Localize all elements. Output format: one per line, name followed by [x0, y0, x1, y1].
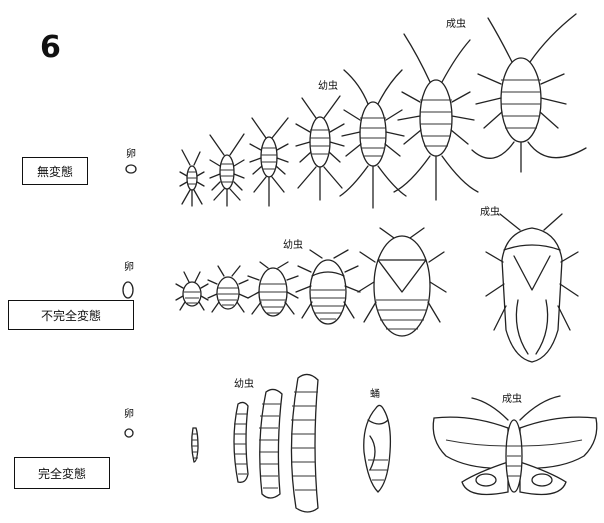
egg-row1: [126, 165, 136, 173]
egg-row2: [123, 282, 133, 298]
egg-row3: [125, 429, 133, 437]
hemimetabolous-nymph-3: [248, 262, 298, 316]
ametabolous-nymph-1: [180, 150, 204, 206]
holometabolous-pupa: [364, 405, 391, 492]
holometabolous-larva-3: [259, 389, 282, 498]
hemimetabolous-nymph-2: [208, 266, 248, 312]
hemimetabolous-nymph-4: [296, 250, 360, 324]
holometabolous-larva-4: [291, 374, 318, 512]
ametabolous-adult: [472, 14, 586, 172]
hemimetabolous-nymph-5: [358, 228, 446, 336]
holometabolous-adult-moth: [433, 396, 597, 494]
hemimetabolous-nymph-1: [176, 272, 208, 310]
ametabolous-nymph-4: [296, 96, 344, 200]
hemimetabolous-adult: [486, 214, 578, 362]
ametabolous-stage-6: [394, 34, 478, 200]
holometabolous-larva-1: [192, 428, 198, 462]
ametabolous-larva: [340, 70, 406, 208]
holometabolous-larva-2: [234, 402, 248, 482]
ametabolous-nymph-3: [250, 118, 288, 206]
ametabolous-nymph-2: [210, 134, 244, 206]
